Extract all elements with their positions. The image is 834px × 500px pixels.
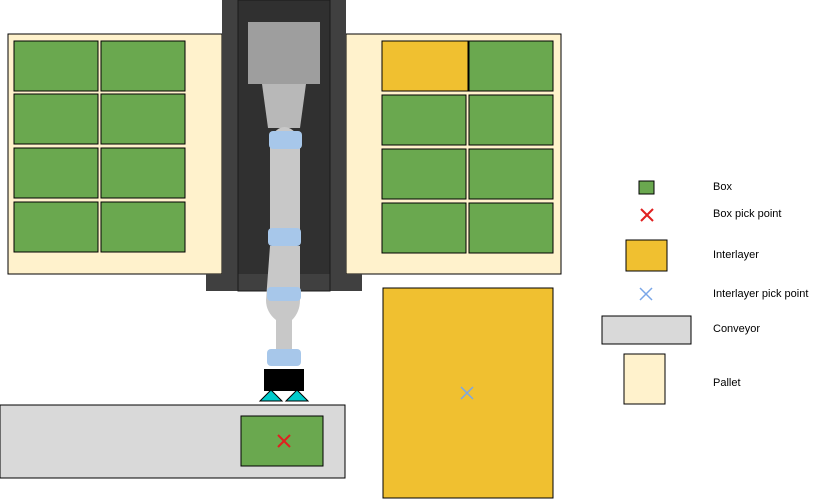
upper-arm-link <box>270 127 300 232</box>
robot-arm <box>248 22 320 402</box>
robot-shoulder <box>262 84 306 128</box>
box <box>468 40 554 92</box>
legend-label-box: Box <box>713 181 732 193</box>
legend-interlayer-swatch <box>625 239 668 272</box>
gripper <box>264 369 304 391</box>
box <box>100 147 186 199</box>
suction-cup <box>284 389 310 402</box>
box <box>381 202 467 254</box>
box <box>468 148 554 200</box>
box <box>100 93 186 145</box>
legend-label-box-pick-point: Box pick point <box>713 208 782 220</box>
box <box>100 40 186 92</box>
box <box>13 40 99 92</box>
suction-cup <box>258 389 284 402</box>
box <box>381 148 467 200</box>
interlayer-pick-point-marker <box>460 386 474 400</box>
legend-label-conveyor: Conveyor <box>713 323 761 335</box>
box <box>468 202 554 254</box>
box-on-conveyor <box>240 415 324 467</box>
robot-mount <box>248 22 320 84</box>
box <box>100 201 186 253</box>
legend-box-pick-point-swatch <box>640 208 654 222</box>
arm-joint <box>269 131 302 149</box>
legend-label-interlayer-pick-point: Interlayer pick point <box>713 288 809 300</box>
legend <box>601 180 692 405</box>
right-pallet-boxes <box>381 40 554 254</box>
arm-joint <box>268 228 301 246</box>
legend-box-swatch <box>638 180 655 195</box>
box <box>13 93 99 145</box>
legend-label-pallet: Pallet <box>713 377 741 389</box>
interlayer-on-pallet <box>381 40 469 92</box>
box <box>13 147 99 199</box>
arm-joint <box>267 287 301 301</box>
box <box>13 201 99 253</box>
box <box>468 94 554 146</box>
box-pick-point-marker <box>277 434 291 448</box>
legend-interlayer-pick-point-swatch <box>639 287 653 301</box>
left-pallet-boxes <box>13 40 186 253</box>
legend-label-interlayer: Interlayer <box>713 249 759 261</box>
arm-joint <box>267 349 301 366</box>
legend-pallet-swatch <box>623 353 666 405</box>
legend-conveyor-swatch <box>601 315 692 345</box>
box <box>381 94 467 146</box>
